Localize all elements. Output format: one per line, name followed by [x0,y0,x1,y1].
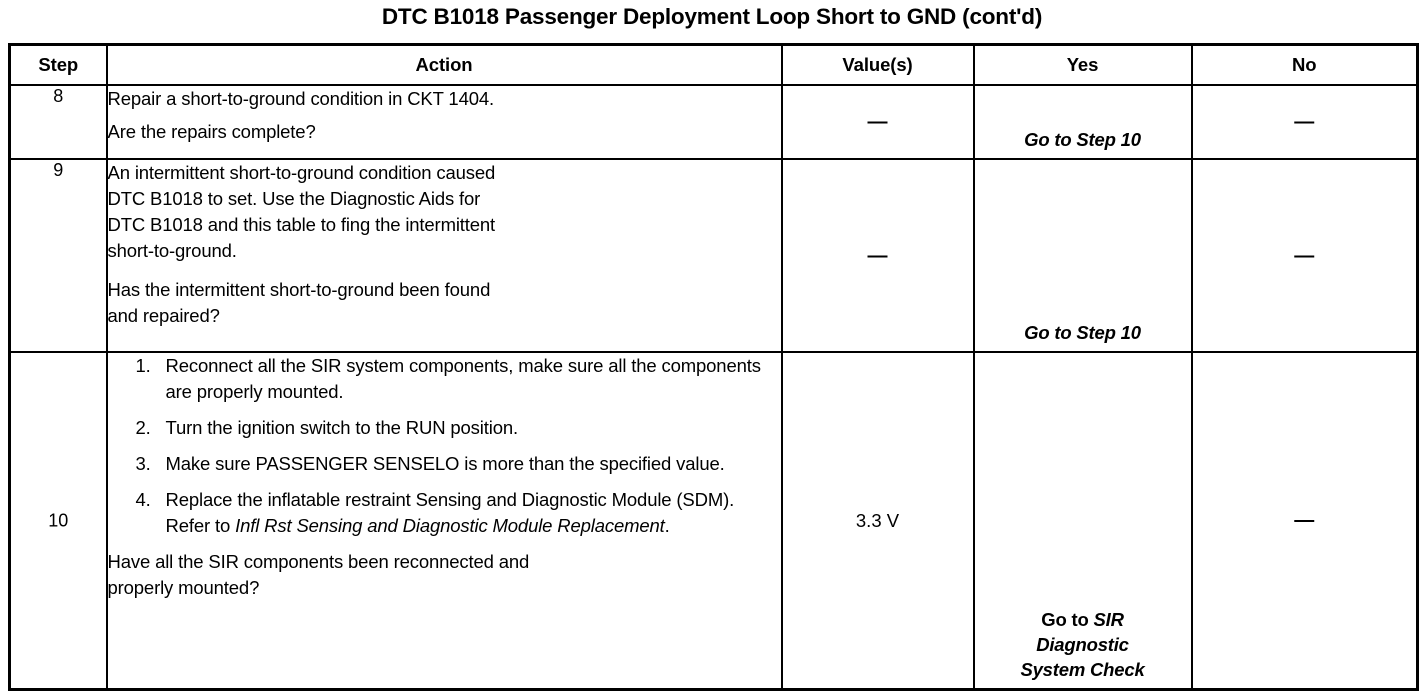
value-dash: — [867,244,888,267]
action-cell: Repair a short-to-ground condition in CK… [105,84,783,160]
table-row: 10 1. Reconnect all the SIR system compo… [8,351,1419,691]
yes-goto-link[interactable]: Go to Step 10 [1024,129,1141,150]
yes-cell: Go to SIR Diagnostic System Check [972,351,1193,691]
column-header-action: Action [105,43,783,86]
action-numbered-list: 1. Reconnect all the SIR system componen… [108,353,781,539]
action-line: DTC B1018 and this table to fing the int… [107,214,496,235]
list-item: 1. Reconnect all the SIR system componen… [108,353,781,405]
list-item-text-after: . [664,515,670,536]
no-cell: — [1190,158,1419,353]
list-item-number: 2. [135,417,151,438]
list-item-number: 3. [135,453,151,474]
column-header-value: Value(s) [780,43,975,86]
no-cell: — [1190,351,1419,691]
no-cell: — [1190,84,1419,160]
value-cell: — [780,158,975,353]
column-header-step: Step [8,43,108,86]
list-item-text: Make sure PASSENGER SENSELO is more than… [165,453,725,474]
no-dash: — [1294,111,1315,133]
action-question-line: and repaired? [107,305,220,326]
list-item-text: Reconnect all the SIR system components,… [165,355,761,402]
no-dash: — [1294,509,1315,531]
action-question-line: Has the intermittent short-to-ground bee… [107,279,491,300]
goto-target-line: Diagnostic [1036,634,1129,655]
table-header-row: Step Action Value(s) Yes No [8,43,1419,86]
action-question: Have all the SIR components been reconne… [108,549,781,601]
cross-reference-link[interactable]: Infl Rst Sensing and Diagnostic Module R… [235,515,665,536]
list-item: 3. Make sure PASSENGER SENSELO is more t… [108,451,781,477]
action-line: short-to-ground. [107,240,237,261]
list-item-text: Replace the inflatable restraint Sensing… [165,489,735,536]
action-cell: An intermittent short-to-ground conditio… [105,158,783,353]
value-dash: — [867,111,888,133]
yes-goto-link[interactable]: Go to Step 10 [1024,322,1141,343]
action-cell: 1. Reconnect all the SIR system componen… [105,351,783,691]
value-text: 3.3 V [855,509,900,531]
step-number-cell: 10 [8,351,108,691]
step-number: 8 [8,84,108,160]
column-header-yes: Yes [972,43,1193,86]
action-question-line: Have all the SIR components been reconne… [107,551,530,572]
goto-target-line: System Check [1020,659,1145,680]
action-line: DTC B1018 to set. Use the Diagnostic Aid… [107,188,481,209]
action-line: An intermittent short-to-ground conditio… [107,162,496,183]
step-number: 10 [48,510,69,530]
list-item: 2. Turn the ignition switch to the RUN p… [108,415,781,441]
step-number: 9 [8,158,108,353]
action-line: Repair a short-to-ground condition in CK… [107,88,495,109]
diagnostic-table: Step Action Value(s) Yes No 8 Repair a s… [8,43,1419,691]
list-item-number: 1. [135,355,151,376]
value-cell: — [780,84,975,160]
no-dash: — [1294,244,1315,267]
page-title: DTC B1018 Passenger Deployment Loop Shor… [381,4,1043,29]
action-question-line: properly mounted? [107,577,260,598]
value-cell: 3.3 V [780,351,975,691]
list-item-text: Turn the ignition switch to the RUN posi… [165,417,519,438]
list-item-number: 4. [135,489,151,510]
yes-cell: Go to Step 10 [972,84,1193,160]
yes-goto-link[interactable]: Go to SIR Diagnostic System Check [975,607,1191,682]
table-row: 8 Repair a short-to-ground condition in … [8,84,1419,160]
column-header-no: No [1190,43,1419,86]
action-question: Are the repairs complete? [107,121,316,142]
goto-target-line: SIR [1093,609,1124,630]
goto-prefix: Go to [1041,609,1094,630]
list-item: 4. Replace the inflatable restraint Sens… [108,487,781,539]
table-row: 9 An intermittent short-to-ground condit… [8,158,1419,353]
yes-cell: Go to Step 10 [972,158,1193,353]
